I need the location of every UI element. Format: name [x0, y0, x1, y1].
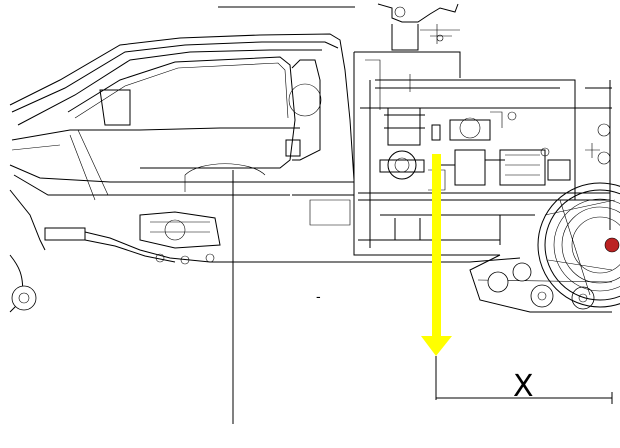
- hose-harness: [44, 211, 521, 265]
- drive-sprocket: [537, 182, 620, 308]
- top-mount: [218, 3, 460, 51]
- front-track: [9, 254, 37, 313]
- dimension-line-x: [436, 392, 613, 404]
- equipment-frame: [292, 51, 612, 256]
- stray-mark: -: [316, 288, 321, 304]
- dimension-label-x: X: [513, 369, 534, 404]
- pump-assembly: [379, 107, 611, 191]
- load-arrow: [421, 154, 452, 400]
- rear-track: [469, 254, 613, 313]
- truck-cab: [9, 33, 355, 251]
